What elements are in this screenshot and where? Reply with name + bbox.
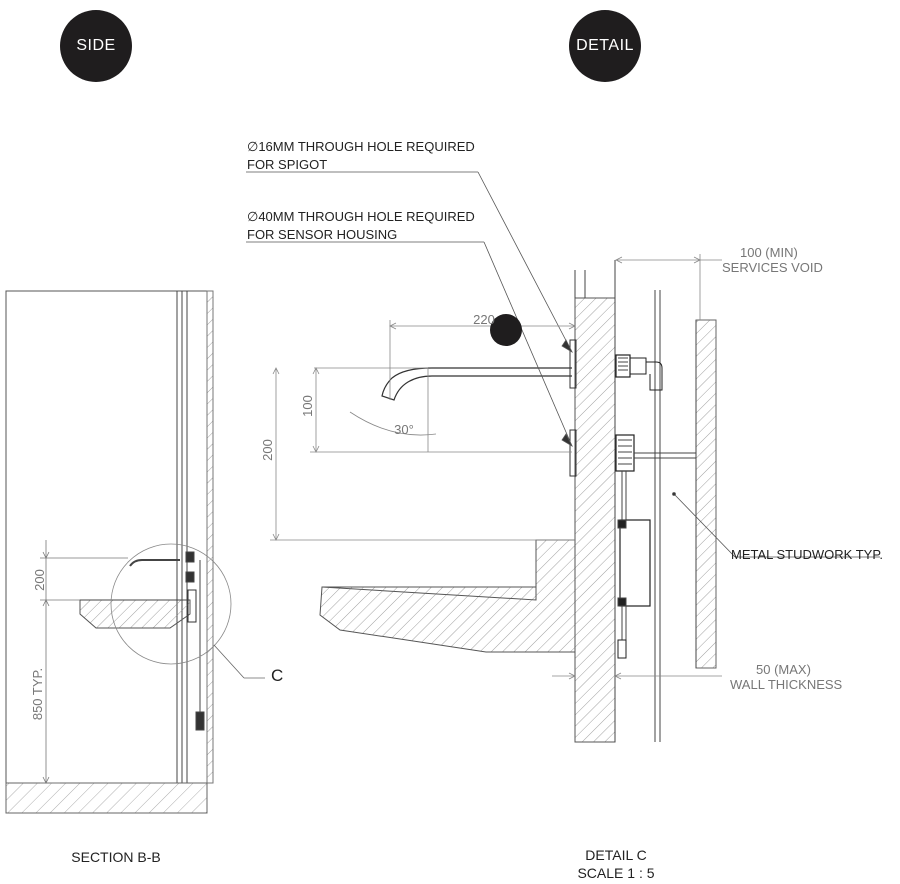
note-leaders [246, 171, 880, 558]
spigot-note-line2: FOR SPIGOT [247, 157, 328, 172]
detail-dim-200: 200 [260, 439, 275, 461]
sensor-note: ∅40MM THROUGH HOLE REQUIRED FOR SENSOR H… [247, 208, 475, 244]
section-caption: SECTION B-B [71, 849, 161, 865]
section-b-b-drawing [5, 290, 265, 814]
sensor-note-line1: ∅40MM THROUGH HOLE REQUIRED [247, 209, 475, 224]
studwork [695, 319, 717, 669]
detail-dim-220: 220 [473, 312, 495, 327]
detail-dimensions [270, 254, 722, 680]
services-void-label: 100 (MIN) SERVICES VOID [722, 245, 823, 275]
detail-caption-scale: SCALE 1 : 5 [577, 865, 655, 881]
section-dim-200: 200 [32, 569, 47, 591]
side-badge: SIDE [60, 10, 132, 82]
detail-caption-title: DETAIL C [585, 847, 647, 863]
detail-angle-30: 30° [394, 422, 414, 437]
detail-dim-100: 100 [300, 395, 315, 417]
spigot-note: ∅16MM THROUGH HOLE REQUIRED FOR SPIGOT [247, 138, 475, 174]
basin [79, 599, 191, 629]
spout [381, 367, 572, 401]
services-void-value: 100 (MIN) [740, 245, 798, 260]
detail-circle [110, 543, 232, 665]
basin-section [319, 539, 576, 653]
section-dimensions [40, 540, 128, 784]
spigot-note-line1: ∅16MM THROUGH HOLE REQUIRED [247, 139, 475, 154]
services-void-caption: SERVICES VOID [722, 260, 823, 275]
wall-board [574, 297, 616, 743]
wall-hatch [206, 290, 214, 784]
detail-c-drawing [246, 171, 880, 743]
studwork-note: METAL STUDWORK TYP. [731, 547, 883, 562]
wall-thickness-caption: WALL THICKNESS [730, 677, 843, 692]
callout-c: C [271, 666, 284, 685]
wall-thickness-value: 50 (MAX) [756, 662, 811, 677]
detail-caption: DETAIL C SCALE 1 : 5 [560, 846, 672, 882]
marker-dot [490, 314, 522, 346]
section-dim-850: 850 TYP. [30, 668, 45, 720]
detail-badge: DETAIL [569, 10, 641, 82]
sensor-note-line2: FOR SENSOR HOUSING [247, 227, 398, 242]
wall-thickness-label: 50 (MAX) WALL THICKNESS [730, 662, 842, 692]
sensor-box [619, 519, 651, 607]
floor-hatch [5, 782, 208, 814]
